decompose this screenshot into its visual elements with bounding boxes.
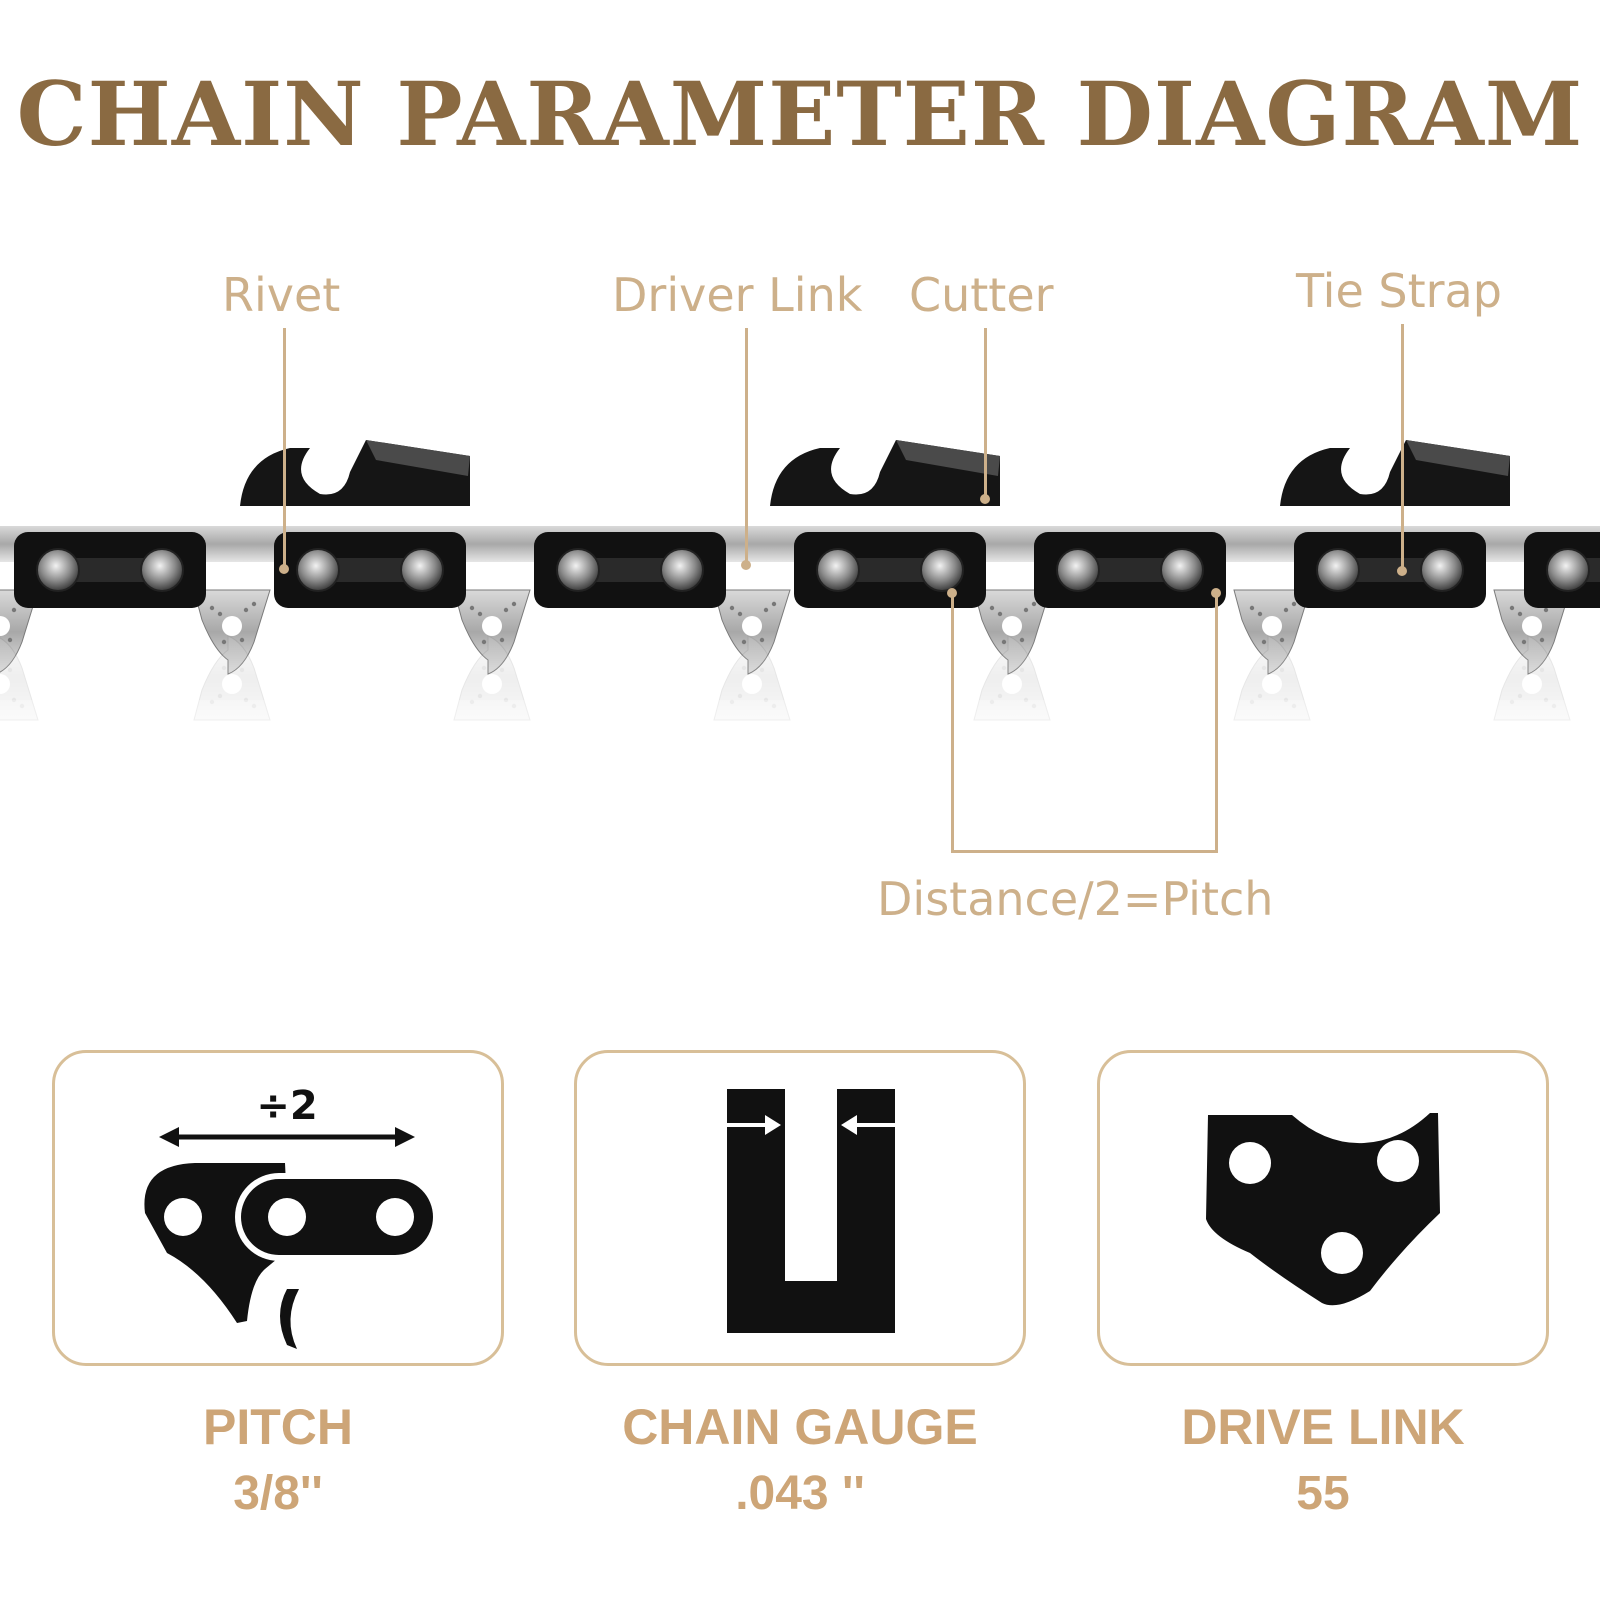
drive-link-value: 55 <box>1296 1467 1350 1520</box>
rivet-leader-dot <box>279 564 289 574</box>
driver-link-leader-dot <box>741 560 751 570</box>
callout-distance: Distance/2=Pitch <box>877 872 1274 926</box>
pitch-label: PITCH <box>203 1399 353 1455</box>
chain-gauge-icon <box>727 1089 895 1333</box>
chain-gauge-value: .043 '' <box>735 1467 865 1520</box>
drive-link-card <box>1097 1050 1549 1366</box>
chain-gauge-label: CHAIN GAUGE <box>622 1399 978 1455</box>
chain-illustration <box>0 440 1600 860</box>
pitch-card: ÷2 <box>52 1050 504 1366</box>
driver-link-leader-line <box>745 328 748 564</box>
drive-link-icon <box>1206 1113 1440 1306</box>
callout-tie-strap: Tie Strap <box>1296 264 1502 318</box>
callout-rivet: Rivet <box>222 268 341 322</box>
callout-driver-link: Driver Link <box>612 268 863 322</box>
distance-dot-right <box>1211 588 1221 598</box>
cutter-leader-line <box>984 328 987 498</box>
distance-bracket-left <box>951 592 954 852</box>
page-title: CHAIN PARAMETER DIAGRAM <box>16 62 1584 166</box>
distance-bracket-bottom <box>951 850 1218 853</box>
pitch-icon: ÷2 <box>144 1083 437 1349</box>
callout-cutter: Cutter <box>909 268 1054 322</box>
tie-strap-leader-dot <box>1397 566 1407 576</box>
chain-gauge-card <box>574 1050 1026 1366</box>
pitch-divide-label: ÷2 <box>256 1083 317 1129</box>
distance-bracket-right <box>1215 592 1218 852</box>
cutter-leader-dot <box>980 494 990 504</box>
drive-link-label: DRIVE LINK <box>1181 1399 1465 1455</box>
tie-strap-leader-line <box>1401 324 1404 570</box>
rivet-leader-line <box>283 328 286 568</box>
distance-dot-left <box>947 588 957 598</box>
pitch-value: 3/8'' <box>233 1467 323 1520</box>
